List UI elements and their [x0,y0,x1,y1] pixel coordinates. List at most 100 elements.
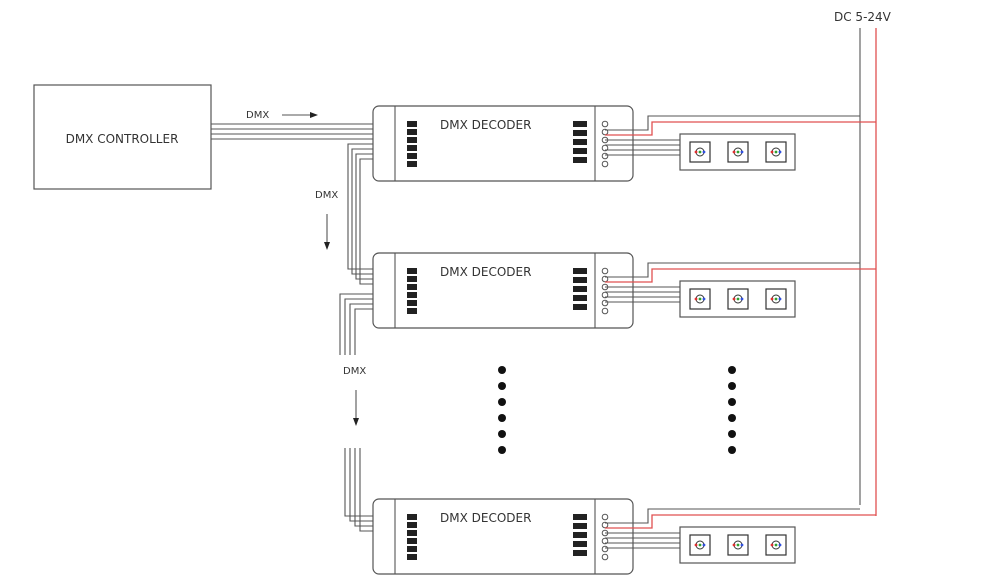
power-positive-wire [605,268,876,283]
dmx-controller: DMX CONTROLLER [33,84,212,190]
decoder-switch-block [573,513,609,561]
dip-switch [573,157,587,163]
power-positive-wire [605,121,876,136]
decoder-3-label: DMX DECODER [440,511,531,525]
continuation-dot [728,398,736,406]
dip-switch [573,121,587,127]
dip-switch [573,130,587,136]
led-die [694,543,698,547]
chain-wires-1-2 [347,143,385,285]
input-pin [407,153,417,159]
input-pin [407,284,417,290]
continuation-dot [498,430,506,438]
continuation-dot [728,446,736,454]
led-die [770,297,774,301]
led-pixel [689,141,711,163]
led-pixel [727,288,749,310]
led-die [736,543,740,547]
continuation-dot [728,430,736,438]
led-pixel [765,141,787,163]
dmx-arrow-down-2 [353,390,359,426]
input-pin [407,161,417,167]
dmx-label-1: DMX [246,110,269,121]
dip-switch [573,541,587,547]
dip-switch [573,277,587,283]
output-screw-terminal [601,267,609,275]
led-pixel [727,534,749,556]
dmx-label-3: DMX [343,366,366,377]
input-pin [407,514,417,520]
input-pin [407,145,417,151]
input-pin [407,308,417,314]
dmx-arrow-right [282,112,318,118]
power-supply-lines [859,28,877,516]
led-die [694,297,698,301]
decoder-1: DMX DECODER [372,105,634,182]
decoder-switch-block [573,267,609,315]
led-die [770,150,774,154]
output-screw-terminal [601,152,609,160]
power-negative-wire [605,262,860,278]
led-die [698,543,702,547]
output-screw-terminal [601,553,609,561]
led-pixel [689,534,711,556]
continuation-dot [498,446,506,454]
power-negative-wire [605,508,860,524]
dip-switch [573,304,587,310]
output-screw-terminal [601,160,609,168]
output-screw-terminal [601,513,609,521]
decoder-input-terminal [407,514,417,560]
power-label: DC 5-24V [834,10,892,24]
continuation-dot [728,366,736,374]
led-die [740,150,744,154]
dmx-controller-box [33,84,212,190]
led-die [778,150,782,154]
led-die [732,543,736,547]
led-die [698,150,702,154]
input-pin [407,268,417,274]
dmx-arrow-down-1 [324,214,330,250]
led-pixel [727,141,749,163]
led-die [740,543,744,547]
decoder-1-label: DMX DECODER [440,118,531,132]
led-pixel [765,288,787,310]
decoders-group: DMX DECODER DMX DECODER DMX DECODER [372,105,634,575]
dip-switch [573,148,587,154]
input-pin [407,121,417,127]
decoder-1-output [605,115,876,171]
dip-switch [573,295,587,301]
power-negative-wire [605,115,860,131]
decoder-3-output [605,508,876,564]
led-die [736,297,740,301]
decoder-2-output [605,262,876,318]
dip-switch [573,514,587,520]
input-pin [407,554,417,560]
controller-output-wires [211,123,385,140]
output-screw-terminal [601,545,609,553]
led-die [732,297,736,301]
input-pin [407,530,417,536]
input-pin [407,522,417,528]
dip-switch [573,139,587,145]
led-die [770,543,774,547]
continuation-dots [498,366,736,454]
led-die [702,297,706,301]
dmx-label-2: DMX [315,190,338,201]
decoder-3: DMX DECODER [372,498,634,575]
output-screw-terminal [601,307,609,315]
decoder-2: DMX DECODER [372,252,634,329]
output-screw-terminal [601,299,609,307]
decoder-outputs [605,115,876,564]
led-die [774,297,778,301]
dip-switch [573,532,587,538]
input-pin [407,546,417,552]
continuation-dot [498,382,506,390]
continuation-dot [498,414,506,422]
continuation-dot [498,398,506,406]
led-die [774,543,778,547]
continuation-dot [728,382,736,390]
decoder-input-terminal [407,121,417,167]
input-pin [407,276,417,282]
dip-switch [573,550,587,556]
